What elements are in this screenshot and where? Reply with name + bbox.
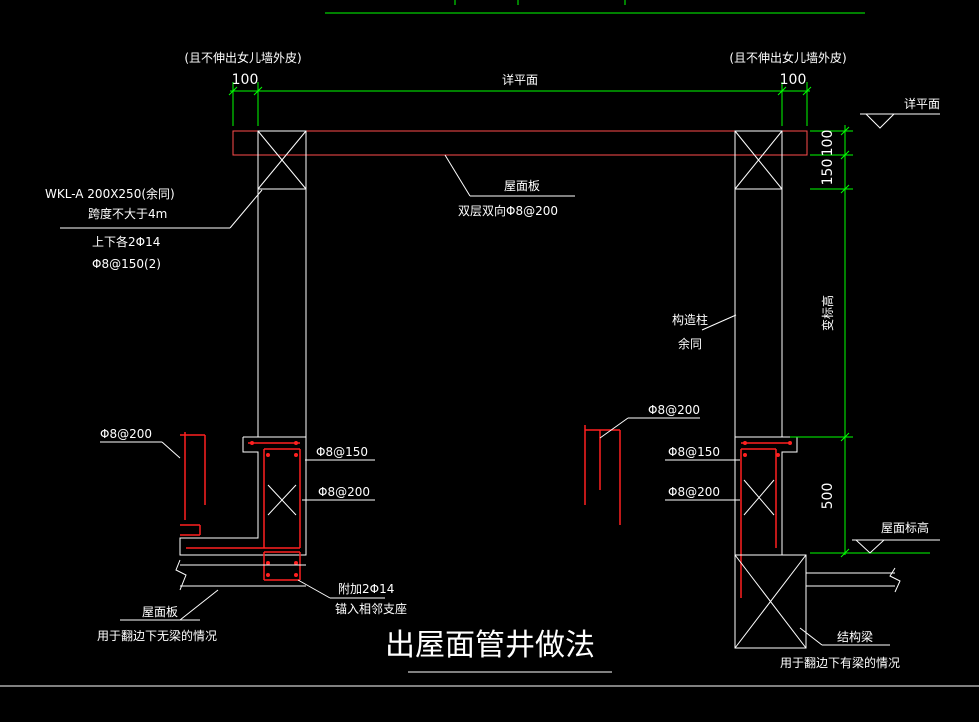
right-phi8-200: Φ8@200: [648, 403, 700, 417]
left-rebar-detail: [180, 432, 206, 536]
v-dim-500: 500: [820, 483, 836, 510]
left-note: (且不伸出女儿墙外皮): [184, 50, 301, 65]
span-dim-label: 详平面: [502, 72, 538, 87]
right-rebar-detail: [584, 425, 621, 525]
roof-elev-label: 屋面标高: [881, 520, 929, 535]
horizontal-dimension: [228, 82, 812, 126]
leaders: [60, 154, 890, 673]
left-column: [257, 189, 307, 437]
right-dim-100: 100: [780, 72, 807, 88]
beam-line3: 上下各2Φ14: [92, 234, 160, 249]
v-dim-150: 150: [820, 159, 836, 186]
struct-beam-1: 结构梁: [837, 629, 873, 644]
left-roof-slab: [175, 559, 306, 591]
v-dim-variable: 变标高: [820, 295, 835, 331]
left-upturn-rebar: [186, 442, 301, 581]
v-dim-100: 100: [820, 130, 836, 157]
slab-line1: 屋面板: [504, 179, 540, 193]
roof-slab: [232, 130, 808, 156]
struct-beam-2: 用于翻边下有梁的情况: [780, 655, 900, 670]
right-phi8-150: Φ8@150: [668, 445, 720, 459]
left-x-mark: [267, 484, 297, 516]
gzz-line1: 构造柱: [672, 312, 708, 327]
left-rebar-dots: [250, 441, 298, 577]
add-line1: 附加2Φ14: [338, 582, 394, 596]
left-phi8-200-b: Φ8@200: [318, 485, 370, 499]
right-top-beam: [734, 130, 783, 190]
elev-top-label: 详平面: [904, 96, 940, 111]
right-x-mark: [743, 479, 775, 516]
right-upturn-rebar: [740, 442, 791, 598]
elevation-mark-roof: [852, 539, 940, 554]
slab-line2: 双层双向Φ8@200: [458, 203, 558, 218]
structural-beam: [734, 554, 901, 649]
vertical-dimension: [790, 125, 930, 558]
left-dim-100: 100: [232, 72, 259, 88]
beam-line4: Φ8@150(2): [92, 257, 161, 271]
left-top-beam: [257, 130, 307, 190]
right-phi8-200-b: Φ8@200: [668, 485, 720, 499]
roof-left-2: 用于翻边下无梁的情况: [97, 628, 217, 643]
left-phi8-200: Φ8@200: [100, 427, 152, 441]
add-line2: 锚入相邻支座: [335, 601, 407, 616]
beam-line2: 跨度不大于4m: [88, 206, 167, 221]
gzz-line2: 余同: [678, 336, 702, 351]
right-column: [734, 189, 783, 437]
drawing-title: 出屋面管井做法: [385, 628, 595, 663]
beam-line1: WKL-A 200X250(余同): [45, 186, 175, 201]
right-rebar-dots: [743, 441, 792, 457]
right-note: (且不伸出女儿墙外皮): [729, 50, 846, 65]
left-phi8-150: Φ8@150: [316, 445, 368, 459]
elevation-mark-top: [860, 113, 940, 129]
left-upturn: [179, 436, 307, 556]
roof-left-1: 屋面板: [142, 605, 178, 619]
